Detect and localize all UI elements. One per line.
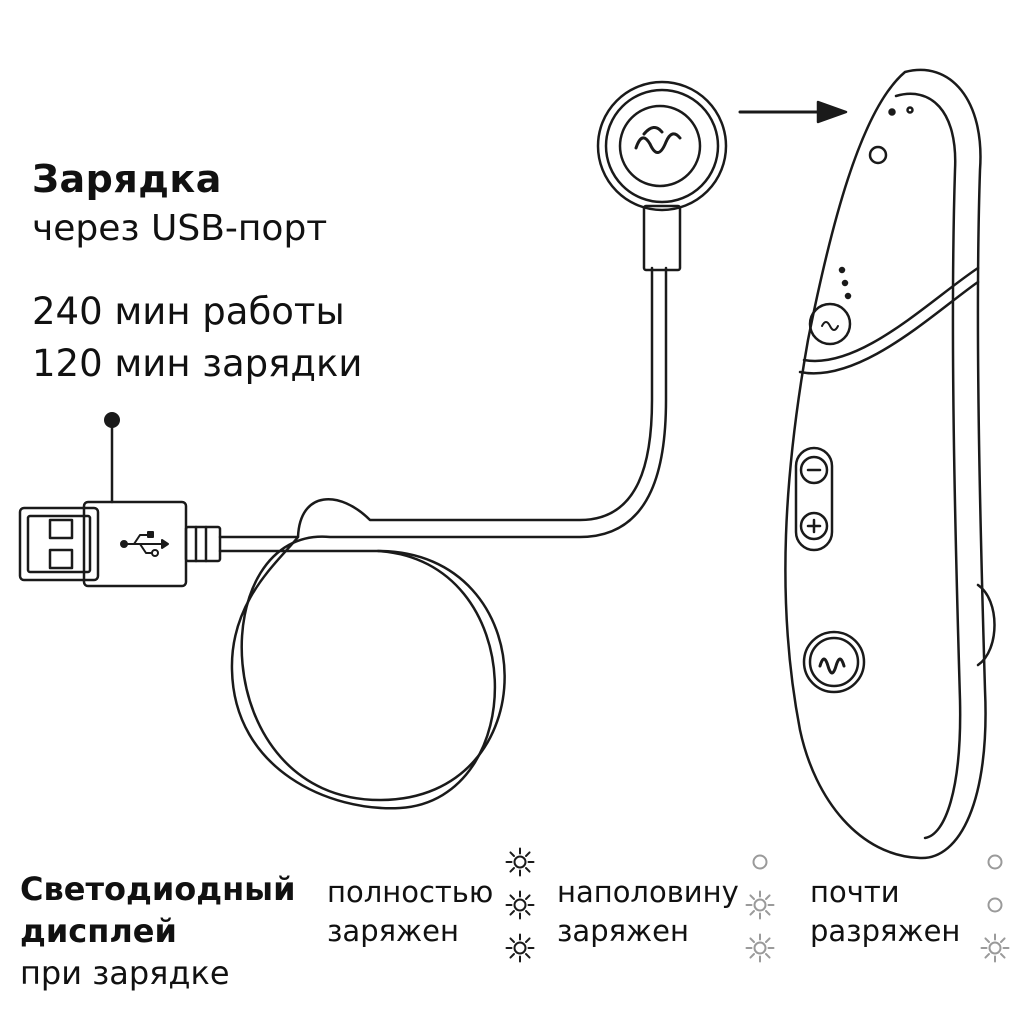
state-half-line2: заряжен (557, 914, 689, 948)
charge-time-text: 120 мин зарядки (32, 342, 363, 385)
led-heading-line3: при зарядке (20, 954, 230, 992)
device-illustration (784, 68, 996, 860)
led-indicators (505, 847, 1010, 963)
led-off-icon (987, 854, 1003, 870)
led-heading-line1: Светодиодный (20, 870, 296, 908)
direction-arrow-icon (738, 100, 848, 124)
led-lit-icon (980, 933, 1010, 963)
state-low-line1: почти (810, 875, 900, 909)
charging-title: Зарядка (32, 157, 222, 201)
state-low-line2: разряжен (810, 914, 961, 948)
magnetic-connector (596, 80, 728, 272)
led-heading-line2: дисплей (20, 912, 177, 950)
state-full-line2: заряжен (327, 914, 459, 948)
charging-subtitle: через USB-порт (32, 208, 328, 249)
led-off-icon (987, 897, 1003, 913)
led-lit-icon (745, 933, 775, 963)
state-half-line1: наполовину (557, 875, 739, 909)
led-lit-icon (505, 933, 535, 963)
runtime-text: 240 мин работы (32, 290, 345, 333)
usb-plug-icon (18, 500, 222, 588)
state-full-line1: полностью (327, 875, 494, 909)
usb-pointer (104, 412, 120, 504)
led-lit-icon (505, 847, 535, 877)
led-lit-icon (745, 890, 775, 920)
led-off-icon (752, 854, 768, 870)
usb-symbol-icon (120, 531, 169, 557)
charging-cable (218, 266, 668, 810)
led-lit-icon (505, 890, 535, 920)
